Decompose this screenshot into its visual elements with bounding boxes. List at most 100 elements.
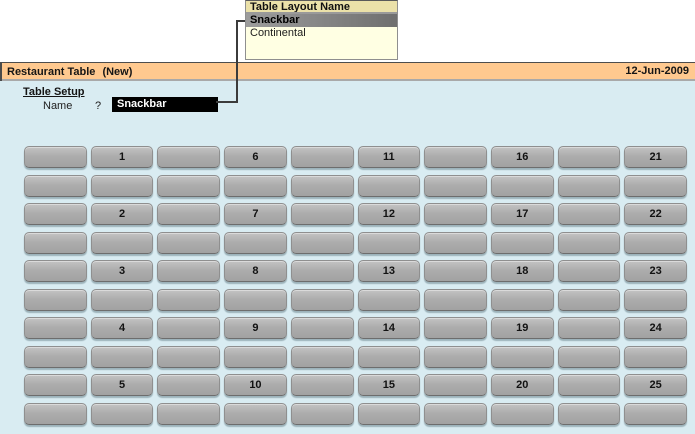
table-button-blank[interactable] xyxy=(157,345,221,368)
table-button-blank[interactable] xyxy=(424,402,487,425)
name-input[interactable]: Snackbar xyxy=(112,97,218,112)
table-button-blank[interactable] xyxy=(557,260,621,282)
table-button-12[interactable]: 12 xyxy=(357,203,421,225)
table-button-blank[interactable] xyxy=(557,288,621,311)
table-button-blank[interactable] xyxy=(557,345,621,368)
table-button-blank[interactable] xyxy=(224,345,287,368)
table-button-blank[interactable] xyxy=(157,231,221,254)
table-button-blank[interactable] xyxy=(424,231,487,254)
table-button-2[interactable]: 2 xyxy=(90,203,154,225)
table-button-25[interactable]: 25 xyxy=(624,374,687,396)
table-button-8[interactable]: 8 xyxy=(224,260,287,282)
table-button-blank[interactable] xyxy=(24,146,87,168)
table-button-blank[interactable] xyxy=(557,203,621,225)
table-button-5[interactable]: 5 xyxy=(90,374,154,396)
table-button-blank[interactable] xyxy=(24,231,87,254)
table-button-blank[interactable] xyxy=(290,260,354,282)
table-button-blank[interactable] xyxy=(424,174,487,197)
table-button-blank[interactable] xyxy=(24,317,87,339)
table-button-blank[interactable] xyxy=(90,402,154,425)
table-button-14[interactable]: 14 xyxy=(357,317,421,339)
table-button-blank[interactable] xyxy=(157,317,221,339)
table-button-blank[interactable] xyxy=(224,288,287,311)
table-button-blank[interactable] xyxy=(424,203,487,225)
table-button-blank[interactable] xyxy=(557,374,621,396)
table-button-blank[interactable] xyxy=(157,146,221,168)
table-button-22[interactable]: 22 xyxy=(624,203,687,225)
table-button-blank[interactable] xyxy=(157,260,221,282)
table-button-6[interactable]: 6 xyxy=(224,146,287,168)
table-button-blank[interactable] xyxy=(90,231,154,254)
table-button-15[interactable]: 15 xyxy=(357,374,421,396)
table-button-blank[interactable] xyxy=(424,146,487,168)
table-button-blank[interactable] xyxy=(224,231,287,254)
table-button-4[interactable]: 4 xyxy=(90,317,154,339)
table-button-blank[interactable] xyxy=(224,402,287,425)
table-button-blank[interactable] xyxy=(24,174,87,197)
table-button-blank[interactable] xyxy=(490,402,554,425)
table-button-blank[interactable] xyxy=(624,174,687,197)
table-button-blank[interactable] xyxy=(624,345,687,368)
table-button-blank[interactable] xyxy=(357,345,421,368)
table-button-blank[interactable] xyxy=(290,317,354,339)
table-button-11[interactable]: 11 xyxy=(357,146,421,168)
table-button-24[interactable]: 24 xyxy=(624,317,687,339)
table-button-blank[interactable] xyxy=(290,203,354,225)
table-button-13[interactable]: 13 xyxy=(357,260,421,282)
table-button-blank[interactable] xyxy=(557,231,621,254)
table-button-blank[interactable] xyxy=(157,288,221,311)
table-button-9[interactable]: 9 xyxy=(224,317,287,339)
table-button-3[interactable]: 3 xyxy=(90,260,154,282)
table-button-blank[interactable] xyxy=(557,174,621,197)
table-button-blank[interactable] xyxy=(290,374,354,396)
table-button-17[interactable]: 17 xyxy=(490,203,554,225)
table-button-blank[interactable] xyxy=(424,317,487,339)
table-button-blank[interactable] xyxy=(290,402,354,425)
table-button-blank[interactable] xyxy=(557,146,621,168)
table-button-blank[interactable] xyxy=(490,174,554,197)
table-button-blank[interactable] xyxy=(424,345,487,368)
popup-item-snackbar[interactable]: Snackbar xyxy=(246,14,397,27)
table-button-16[interactable]: 16 xyxy=(490,146,554,168)
table-button-blank[interactable] xyxy=(624,288,687,311)
table-button-blank[interactable] xyxy=(224,174,287,197)
table-button-10[interactable]: 10 xyxy=(224,374,287,396)
table-button-7[interactable]: 7 xyxy=(224,203,287,225)
table-button-blank[interactable] xyxy=(357,174,421,197)
table-button-18[interactable]: 18 xyxy=(490,260,554,282)
table-button-blank[interactable] xyxy=(557,402,621,425)
table-button-blank[interactable] xyxy=(157,203,221,225)
table-button-blank[interactable] xyxy=(24,402,87,425)
table-button-blank[interactable] xyxy=(290,174,354,197)
table-button-blank[interactable] xyxy=(24,260,87,282)
table-button-blank[interactable] xyxy=(357,288,421,311)
table-button-blank[interactable] xyxy=(90,174,154,197)
table-button-blank[interactable] xyxy=(490,345,554,368)
table-button-21[interactable]: 21 xyxy=(624,146,687,168)
table-button-blank[interactable] xyxy=(290,345,354,368)
table-button-blank[interactable] xyxy=(24,374,87,396)
table-button-20[interactable]: 20 xyxy=(490,374,554,396)
table-button-blank[interactable] xyxy=(290,231,354,254)
table-button-blank[interactable] xyxy=(357,402,421,425)
table-button-blank[interactable] xyxy=(157,402,221,425)
table-button-blank[interactable] xyxy=(357,231,421,254)
table-button-blank[interactable] xyxy=(290,288,354,311)
table-button-blank[interactable] xyxy=(624,402,687,425)
table-button-blank[interactable] xyxy=(490,231,554,254)
table-button-blank[interactable] xyxy=(290,146,354,168)
table-button-blank[interactable] xyxy=(424,260,487,282)
table-button-blank[interactable] xyxy=(24,345,87,368)
table-button-blank[interactable] xyxy=(557,317,621,339)
table-button-blank[interactable] xyxy=(424,288,487,311)
popup-item-continental[interactable]: Continental xyxy=(250,27,306,39)
table-button-blank[interactable] xyxy=(157,374,221,396)
table-button-blank[interactable] xyxy=(90,288,154,311)
table-button-19[interactable]: 19 xyxy=(490,317,554,339)
table-button-blank[interactable] xyxy=(490,288,554,311)
table-button-blank[interactable] xyxy=(24,203,87,225)
table-button-1[interactable]: 1 xyxy=(90,146,154,168)
table-button-blank[interactable] xyxy=(424,374,487,396)
table-button-blank[interactable] xyxy=(90,345,154,368)
table-button-blank[interactable] xyxy=(24,288,87,311)
